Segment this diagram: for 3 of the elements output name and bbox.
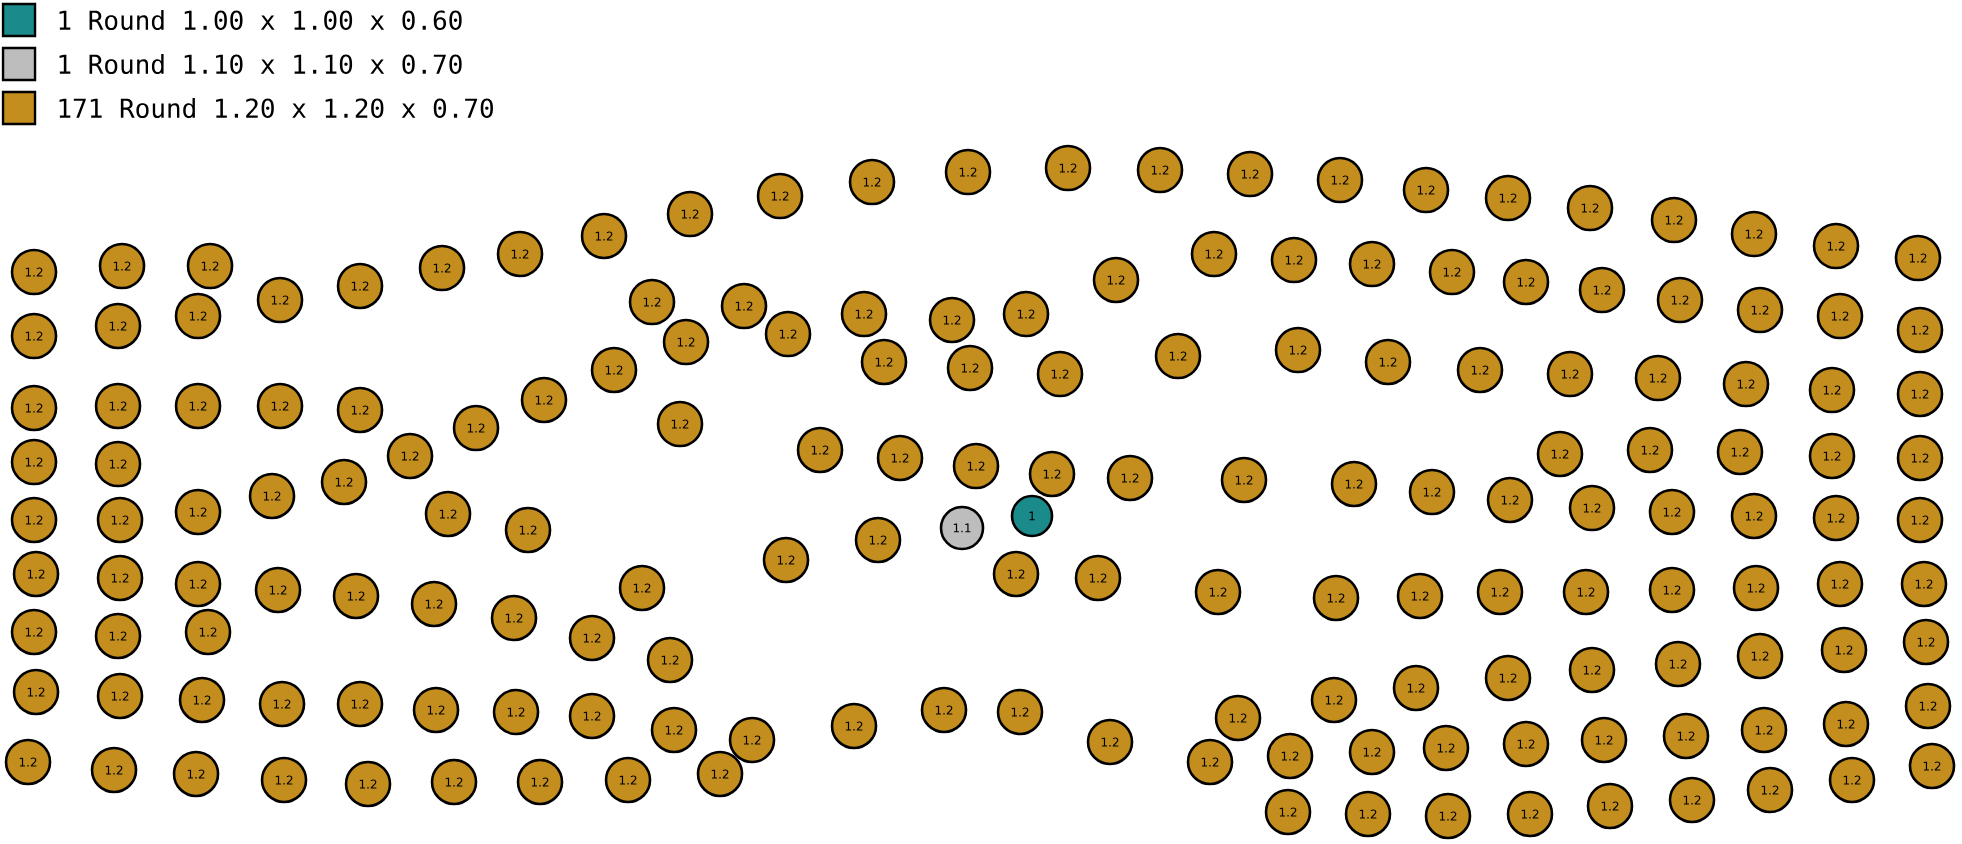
legend-text: 1 Round 1.00 x 1.00 x 0.60 [59, 9, 462, 31]
legend-text: 1 Round 1.10 x 1.10 x 0.70 [59, 53, 462, 75]
legend-text: 171 Round 1.20 x 1.20 x 0.70 [59, 97, 493, 119]
